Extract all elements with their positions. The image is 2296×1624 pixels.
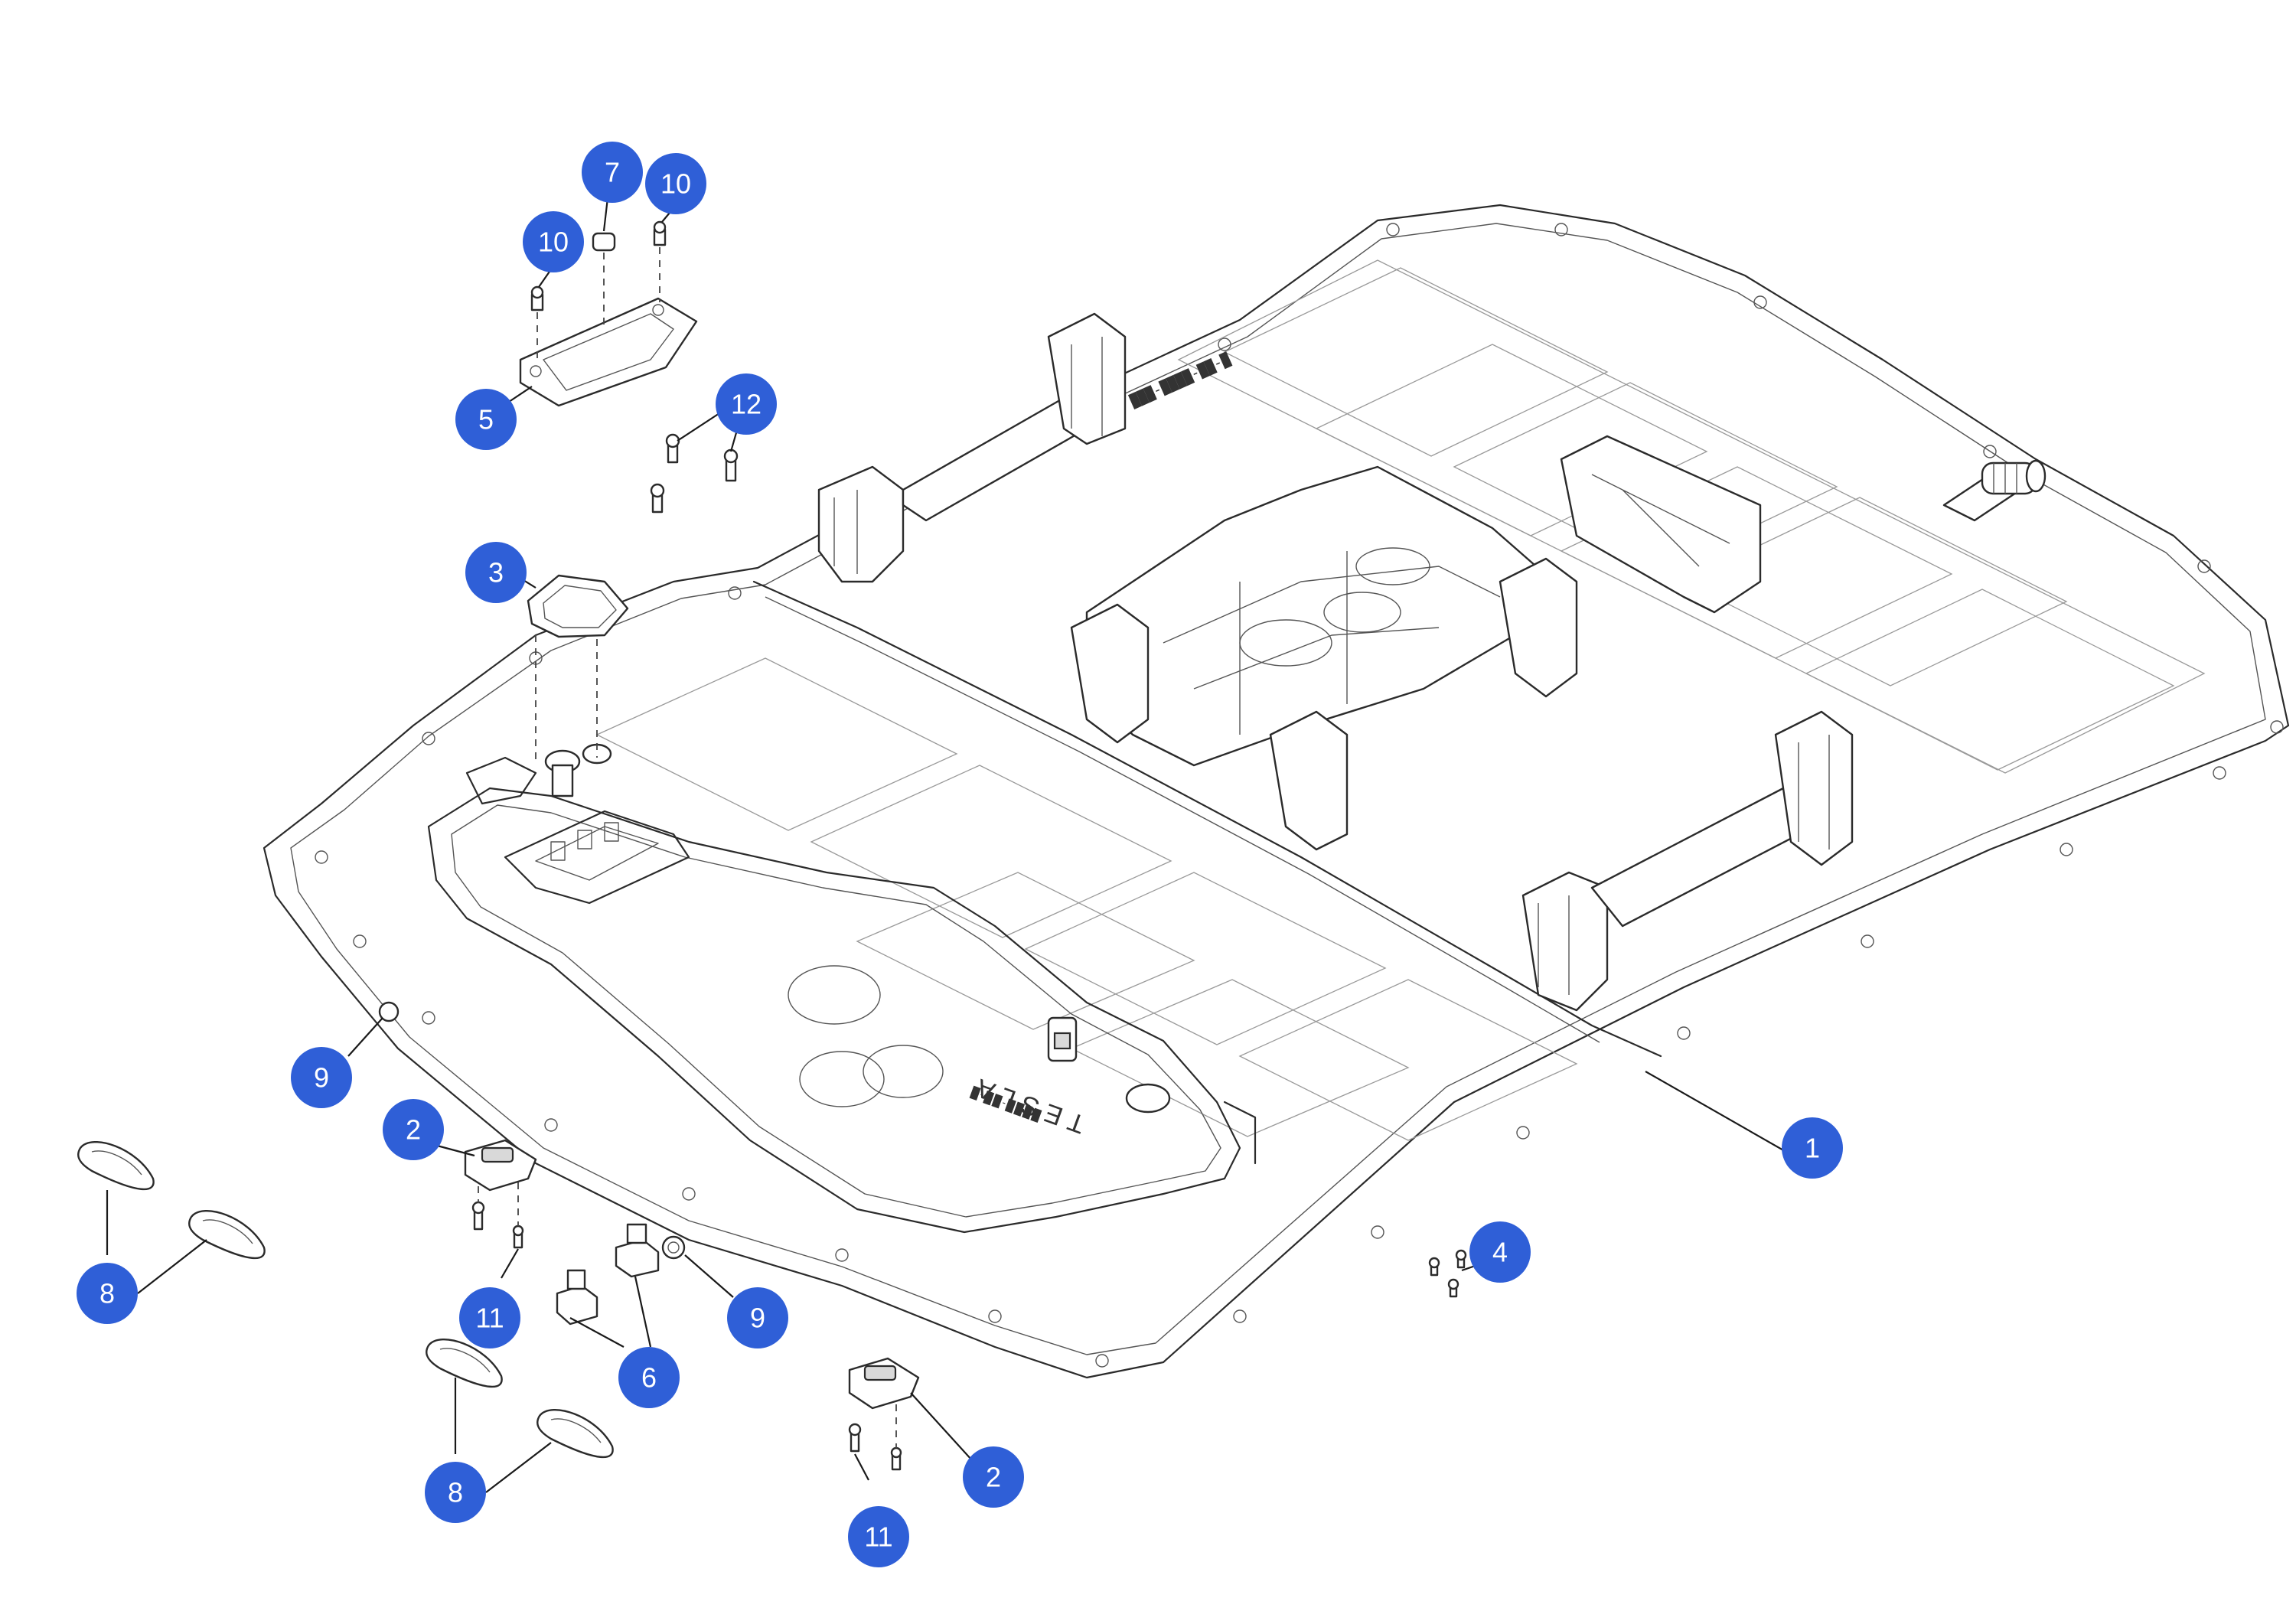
callout-9: 9 [291, 1047, 352, 1108]
svg-text:10: 10 [660, 168, 691, 200]
svg-text:2: 2 [986, 1462, 1001, 1493]
callout-leaders [106, 191, 1807, 1493]
svg-text:2: 2 [406, 1114, 421, 1146]
grommet-part [378, 1001, 400, 1022]
screw-parts [1428, 1249, 1467, 1298]
callout-6: 6 [618, 1347, 680, 1408]
grommet-part [661, 1235, 686, 1260]
plug-part [592, 232, 616, 252]
crossmember-brackets [817, 312, 1854, 1012]
screw-parts [650, 433, 739, 514]
callout-1: 1 [1782, 1117, 1843, 1179]
callout-5: 5 [455, 389, 517, 450]
callout-8: 8 [77, 1263, 138, 1324]
callout-11: 11 [848, 1506, 909, 1567]
svg-text:8: 8 [448, 1477, 463, 1508]
pad-parts [77, 1140, 614, 1459]
callout-4: 4 [1469, 1221, 1531, 1283]
tesla-emboss-text: TESLA [966, 1071, 1089, 1140]
svg-text:11: 11 [864, 1521, 892, 1553]
screw-parts [471, 1201, 902, 1471]
svg-text:10: 10 [538, 227, 569, 258]
gasket-part [527, 574, 629, 638]
callout-10: 10 [645, 153, 706, 214]
callout-2: 2 [383, 1099, 444, 1160]
callouts: 1 2 2 3 4 5 6 7 8 8 9 9 10 10 11 11 12 [77, 142, 1843, 1567]
svg-text:8: 8 [99, 1278, 115, 1309]
svg-text:9: 9 [750, 1303, 765, 1334]
callout-3: 3 [465, 542, 527, 603]
svg-text:9: 9 [314, 1062, 329, 1094]
svg-text:6: 6 [641, 1362, 657, 1394]
connector-block-part [464, 1139, 920, 1410]
callout-11: 11 [459, 1287, 520, 1348]
hv-connector-icon [1942, 459, 2047, 522]
callout-10: 10 [523, 211, 584, 272]
svg-text:12: 12 [731, 389, 762, 420]
bolt-parts [530, 220, 667, 311]
svg-text:5: 5 [478, 404, 494, 435]
callout-2: 2 [963, 1446, 1024, 1508]
svg-text:4: 4 [1492, 1237, 1508, 1268]
callout-9: 9 [727, 1287, 788, 1348]
svg-text:3: 3 [488, 557, 504, 589]
callout-8: 8 [425, 1462, 486, 1523]
standoff-parts [556, 1223, 660, 1326]
svg-text:11: 11 [475, 1303, 504, 1334]
callout-12: 12 [716, 373, 777, 435]
callout-7: 7 [582, 142, 643, 203]
service-cover-plate [519, 297, 698, 407]
svg-text:1: 1 [1805, 1133, 1820, 1164]
svg-text:7: 7 [605, 157, 620, 188]
